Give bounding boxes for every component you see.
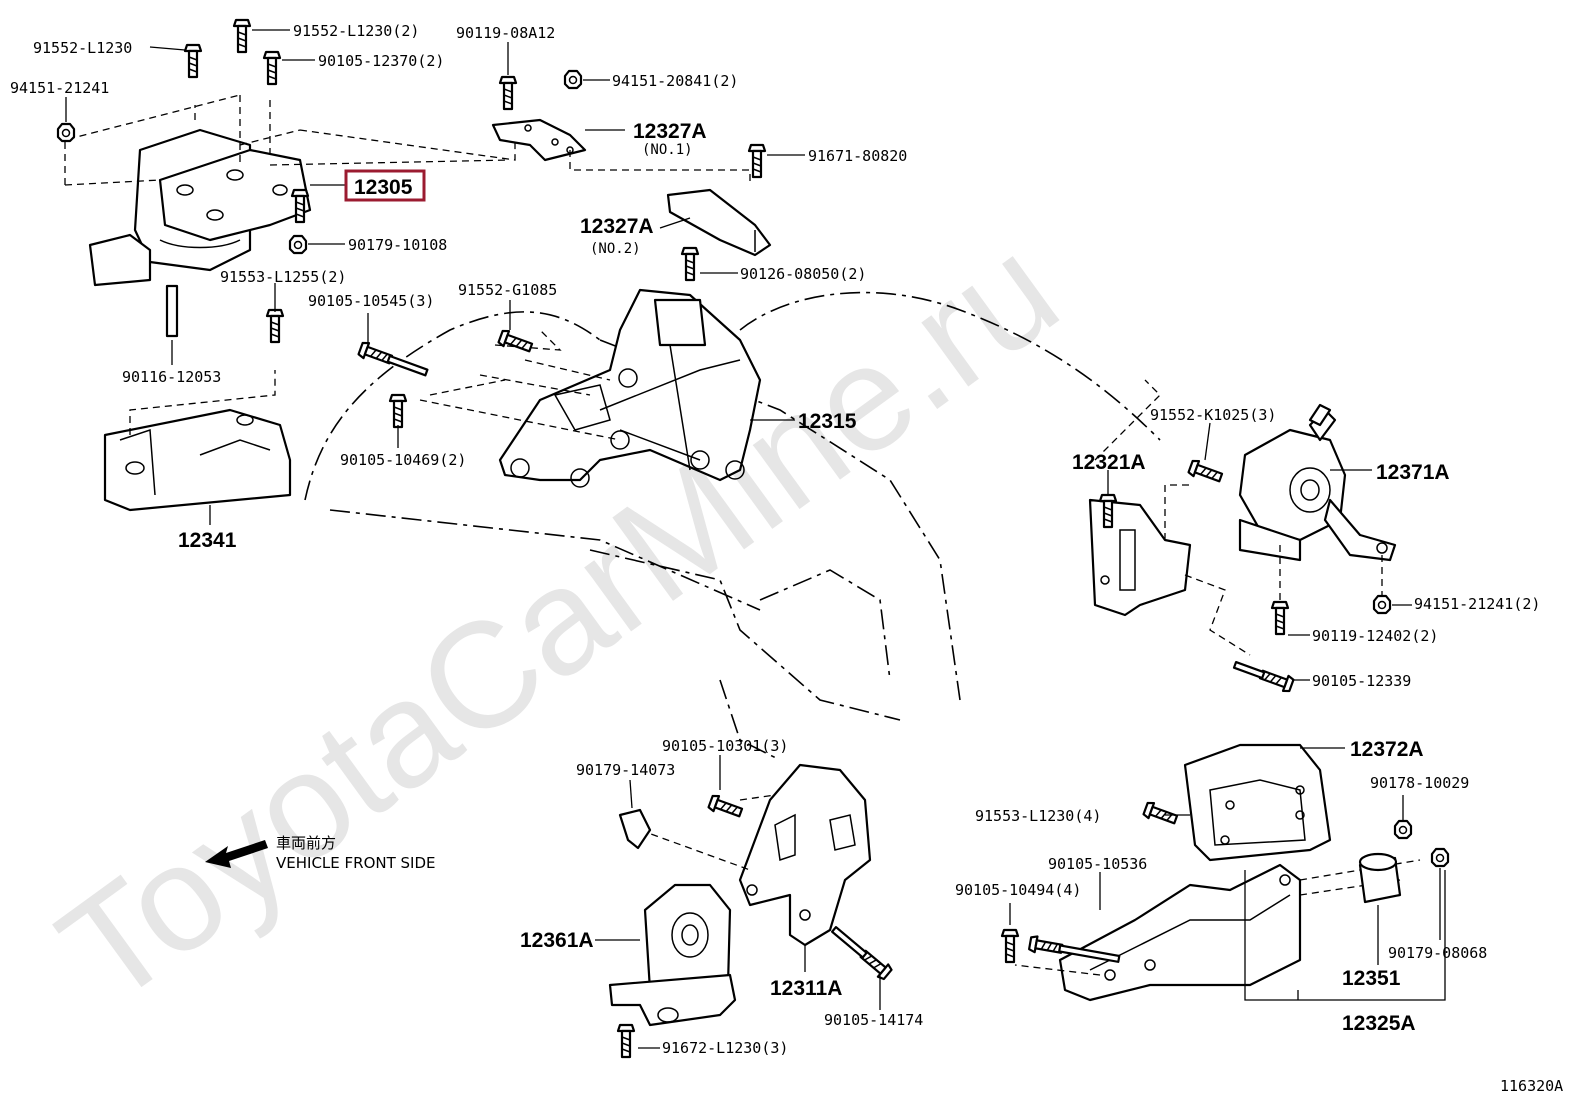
label-12315: 12315 <box>798 410 857 433</box>
label-12371A: 12371A <box>1376 461 1450 484</box>
bracket-12372A <box>1183 743 1332 862</box>
label-90105-10545: 90105-10545(3) <box>308 292 434 310</box>
label-90105-12370: 90105-12370(2) <box>318 52 444 70</box>
label-12351: 12351 <box>1342 967 1401 990</box>
bracket-12325A <box>1058 863 1302 1002</box>
bracket-12311A <box>738 763 872 947</box>
label-90105-10494: 90105-10494(4) <box>955 881 1081 899</box>
label-94151-21241: 94151-21241 <box>10 79 109 97</box>
label-90116-12053: 90116-12053 <box>122 368 221 386</box>
label-90105-12339: 90105-12339 <box>1312 672 1411 690</box>
label-91553-L1230: 91553-L1230(4) <box>975 807 1101 825</box>
label-90105-10536: 90105-10536 <box>1048 855 1147 873</box>
label-12361A: 12361A <box>520 929 594 952</box>
label-91552-L1230-2: 91552-L1230(2) <box>293 22 419 40</box>
label-90105-10469: 90105-10469(2) <box>340 451 466 469</box>
watermark: ToyotaCarMine.ru <box>30 204 1086 1036</box>
label-90179-10108: 90179-10108 <box>348 236 447 254</box>
front-arrow-icon <box>205 840 268 868</box>
label-90119-08A12: 90119-08A12 <box>456 24 555 42</box>
label-91672-L1230: 91672-L1230(3) <box>662 1039 788 1057</box>
mount-12371A <box>1238 408 1397 562</box>
label-12327A-no2: 12327A <box>580 215 654 238</box>
bracket-12341 <box>103 408 292 512</box>
label-12327A-no1: 12327A <box>633 120 707 143</box>
label-12305: 12305 <box>354 176 413 199</box>
label-91552-L1230: 91552-L1230 <box>33 39 132 57</box>
label-12341: 12341 <box>178 529 237 552</box>
label-12327A-no2-sub: (NO.2) <box>590 241 641 257</box>
diagram-id: 116320A <box>1500 1077 1563 1095</box>
label-12311A: 12311A <box>770 977 842 1000</box>
label-12321A: 12321A <box>1072 451 1146 474</box>
engine-outline <box>304 291 1161 761</box>
bracket-12315 <box>498 288 762 488</box>
bushing-12351 <box>1358 852 1402 904</box>
label-90126-08050: 90126-08050(2) <box>740 265 866 283</box>
label-12325A: 12325A <box>1342 1012 1416 1035</box>
label-12327A-no1-sub: (NO.1) <box>642 142 693 158</box>
label-90179-08068: 90179-08068 <box>1388 944 1487 962</box>
label-90119-12402: 90119-12402(2) <box>1312 627 1438 645</box>
labels: 12305 12341 12315 12327A (NO.1) 12327A (… <box>10 22 1563 1095</box>
label-90105-10301: 90105-10301(3) <box>662 737 788 755</box>
label-94151-21241-2: 94151-21241(2) <box>1414 595 1540 613</box>
label-90105-14174: 90105-14174 <box>824 1011 923 1029</box>
label-94151-20841: 94151-20841(2) <box>612 72 738 90</box>
label-91552-G1085: 91552-G1085 <box>458 281 557 299</box>
label-12372A: 12372A <box>1350 738 1424 761</box>
bracket-12327A-no2 <box>666 188 772 257</box>
engine-mount-12305 <box>88 128 312 287</box>
label-91553-L1255: 91553-L1255(2) <box>220 268 346 286</box>
bracket-12327A-no1 <box>491 118 587 162</box>
label-91552-K1025: 91552-K1025(3) <box>1150 406 1276 424</box>
label-90179-14073: 90179-14073 <box>576 761 675 779</box>
fasteners <box>56 18 1450 1059</box>
label-91671-80820: 91671-80820 <box>808 147 907 165</box>
label-90178-10029: 90178-10029 <box>1370 774 1469 792</box>
front-note-en: VEHICLE FRONT SIDE <box>276 854 436 872</box>
leader-lines <box>65 29 1441 1049</box>
highlight-box-12305 <box>344 169 426 202</box>
bracket-12321A <box>1088 498 1192 617</box>
front-note-jp: 車両前方 <box>276 834 336 852</box>
mount-12361A <box>608 883 737 1027</box>
